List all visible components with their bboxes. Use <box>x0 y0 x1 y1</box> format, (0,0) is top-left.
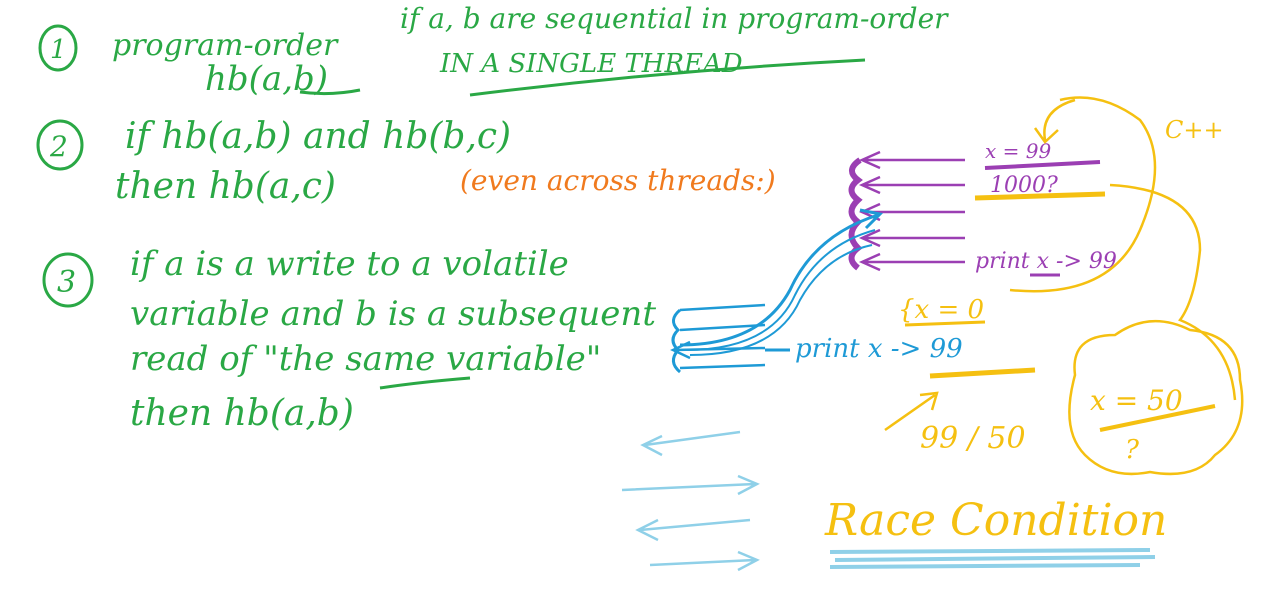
yellow-strike-top <box>974 191 1106 201</box>
arrow-bottom-2 <box>679 323 766 332</box>
thread-bottom-bracket <box>671 308 682 374</box>
rule-1-title: program-order <box>112 28 339 63</box>
race-cloud <box>1068 319 1244 476</box>
blue-link-arrow-3 <box>689 244 873 356</box>
arrow-bottom-4 <box>679 363 766 370</box>
thread-top-write: x = 99 <box>985 139 1051 163</box>
rule-1-number-circle <box>38 24 78 72</box>
x-fifty: x = 50 <box>1090 384 1183 417</box>
rule-3-underline <box>379 376 471 390</box>
race-label: Race Condition <box>824 495 1167 546</box>
rule-2-note: (even across threads:) <box>460 164 776 197</box>
x-zero: {x = 0 <box>898 295 984 325</box>
x-fifty-underline <box>1099 404 1216 432</box>
x-zero-underline <box>904 320 986 327</box>
rule-1-underline-ab <box>299 88 361 96</box>
rule-3-number-circle <box>42 252 94 308</box>
thread-bottom: print x -> 99 <box>670 208 963 374</box>
arrow-bottom-1 <box>679 303 766 312</box>
question-mark: ? <box>1125 435 1140 465</box>
rule-1-number: 1 <box>50 35 67 65</box>
light-arrow-3 <box>635 518 751 542</box>
blue-link-arrow-2 <box>684 229 876 351</box>
rule-3-line1: if a is a write to a volatile <box>130 244 569 284</box>
thread-top-write-underline <box>984 160 1101 170</box>
thread-top: x = 99 1000? print x -> 99 <box>848 139 1117 277</box>
arrow-top-4 <box>858 228 965 248</box>
yellow-annotations: C++ {x = 0 99 / 50 x = 50 ? Race Conditi… <box>824 96 1244 546</box>
light-arrow-4 <box>649 550 760 572</box>
yellow-arrow-to-values <box>884 391 939 432</box>
rule-1-underline-thread <box>469 58 866 97</box>
rule-2-line1: if hb(a,b) and hb(b,c) <box>125 116 511 157</box>
rule-2: 2 if hb(a,b) and hb(b,c) then hb(a,c) (e… <box>36 116 776 207</box>
rule-3-line4: then hb(a,b) <box>130 393 354 434</box>
values-label: 99 / 50 <box>920 421 1026 456</box>
rule-3-number: 3 <box>57 265 76 300</box>
arrow-top-1 <box>858 150 965 170</box>
light-arrows <box>621 430 1156 572</box>
thread-bottom-print: print x -> 99 <box>795 334 963 364</box>
rule-3-line2: variable and b is a subsequent <box>130 294 656 334</box>
blue-link-arrow <box>679 208 884 347</box>
rule-3: 3 if a is a write to a volatile variable… <box>42 244 656 434</box>
rule-2-line2: then hb(a,c) <box>115 166 336 207</box>
race-underline <box>829 548 1156 569</box>
thread-top-print: print x -> 99 <box>975 249 1117 274</box>
rule-2-number-circle <box>36 119 84 171</box>
rule-1: 1 program-order if a, b are sequential i… <box>38 2 949 99</box>
arrow-top-5 <box>858 252 965 272</box>
yellow-long-curve <box>1109 183 1237 401</box>
rule-1-condition: if a, b are sequential in program-order <box>400 2 949 35</box>
cpp-label: C++ <box>1165 116 1224 144</box>
yellow-loop <box>1009 96 1157 293</box>
rule-3-line3: read of "the same variable" <box>130 339 601 379</box>
rule-1-scope: IN A SINGLE THREAD <box>439 49 743 79</box>
yellow-arrow-to-write <box>1033 98 1076 144</box>
yellow-strike-bottom <box>929 367 1036 379</box>
light-arrow-2 <box>621 474 760 496</box>
arrow-top-2 <box>858 175 965 195</box>
rule-2-number: 2 <box>49 130 68 163</box>
light-arrow-1 <box>640 430 741 457</box>
